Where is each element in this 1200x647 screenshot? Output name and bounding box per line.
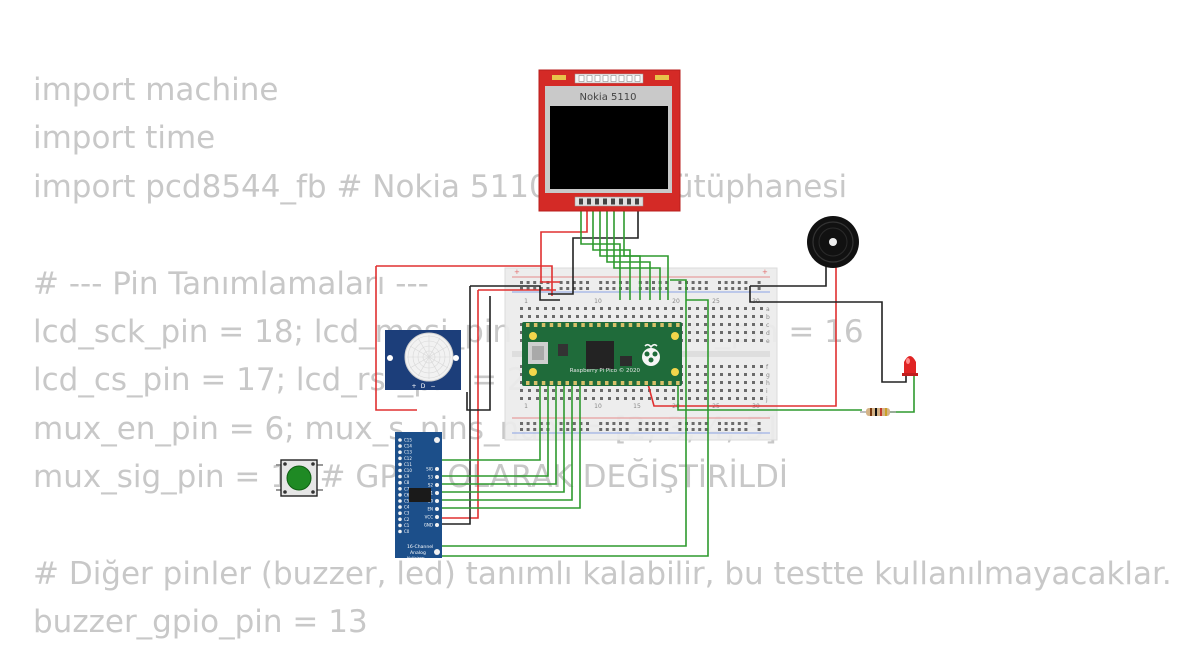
mux-pin-label: GND [424,523,433,528]
mux-pin-label: C2 [404,517,410,522]
wire-green [437,384,549,477]
mux-pin-label: C13 [404,450,412,455]
mux-pin-label: C5 [404,499,410,504]
mux-label-1: 16-Channel [407,544,433,550]
wire-green [437,384,557,485]
svg-text:+: + [762,268,768,276]
wire-green [677,384,862,411]
breadboard-row-letter: i [766,388,768,395]
mux-pin-label: C4 [404,505,410,510]
wire-green [437,299,709,557]
breadboard-column-number: 1 [524,403,528,410]
raspberry-pi-pico[interactable]: Raspberry Pi Pico © 2020 [522,322,682,386]
breadboard-row-letter: e [766,338,770,345]
mux-pin-label: VCC [425,515,434,520]
mux-pin-label: C3 [404,511,410,516]
wire-black [466,296,491,411]
wire-green [437,384,565,493]
wire-green [437,384,573,501]
wire-red [437,290,479,519]
wire-green [599,202,641,300]
push-button[interactable] [276,459,323,497]
mux-pin-label: C14 [404,444,412,449]
code-line: import time [33,120,216,157]
wire-green [437,279,687,547]
wire-green [437,384,581,509]
mux-pin-label: C7 [404,486,410,491]
buzzer[interactable] [807,216,859,268]
wire-green [613,202,661,300]
wire-black [750,262,827,287]
breadboard-row-letter: h [766,380,770,387]
breadboard-column-number: 20 [672,298,680,305]
breadboard-row-letter: j [765,396,768,403]
code-line: # Diğer pinler (buzzer, led) tanımlı kal… [33,555,1172,592]
wire-red [375,266,417,411]
pir-pin-minus: − [430,383,435,390]
mux-label-2: Analog [410,550,426,556]
lcd-label: Nokia 5110 [580,92,637,103]
breadboard-row-letter: a [766,306,770,313]
breadboard-column-number: 15 [633,403,641,410]
wire-green [623,202,669,300]
wires [375,202,915,557]
mux-pin-label: C0 [404,529,410,534]
breadboard-row-letter: g [766,372,770,379]
mux-pin-label: SIG [426,467,433,472]
code-line: import machine [33,72,279,108]
svg-text:+: + [514,268,520,276]
breadboard-column-number: 1 [524,298,528,305]
mux-pin-label: C10 [404,468,412,473]
wire-black [749,286,907,383]
wire-black [470,285,560,301]
resistor[interactable] [860,408,896,416]
mux-pin-label: C11 [404,462,412,467]
wire-red [376,265,553,296]
wire-red [647,250,837,407]
breadboard-column-number: 25 [712,298,720,305]
raspberry-logo-icon [642,343,660,366]
mux-pin-label: C12 [404,456,412,461]
mux-pin-label: C8 [404,480,410,485]
red-led[interactable] [902,356,918,376]
breadboard-column-number: 10 [594,403,602,410]
wire-green [606,202,651,300]
mux-label-3: Multiplexer [407,556,425,560]
pico-label: Raspberry Pi Pico © 2020 [570,367,641,374]
breadboard-row-letter: b [766,314,770,321]
wire-green [888,376,915,413]
mux-pin-label: EN [427,507,433,512]
pir-motion-sensor[interactable]: + D − [385,330,461,390]
mux-pin-label: S2 [428,483,434,488]
wire-black [437,286,471,525]
wire-green [437,384,541,461]
wire-black [548,202,639,295]
pir-pin-data: D [421,383,426,390]
pir-pin-plus: + [411,383,416,390]
mux-pin-label: C15 [404,438,412,443]
wire-green [592,202,631,300]
mux-pin-label: C6 [404,492,410,497]
wire-red [540,202,588,283]
mux-pin-label: S3 [428,475,434,480]
mux-pin-label: C1 [404,523,410,528]
breadboard-row-letter: f [766,364,769,371]
code-line: # --- Pin Tanımlamaları --- [33,265,429,302]
nokia-5110-lcd[interactable]: Nokia 5110 [538,69,681,212]
breadboard-row-letter: d [766,330,770,337]
breadboard-row-letter: c [766,322,769,329]
mux-pin-label: C9 [404,474,410,479]
breadboard-column-number: 10 [594,298,602,305]
